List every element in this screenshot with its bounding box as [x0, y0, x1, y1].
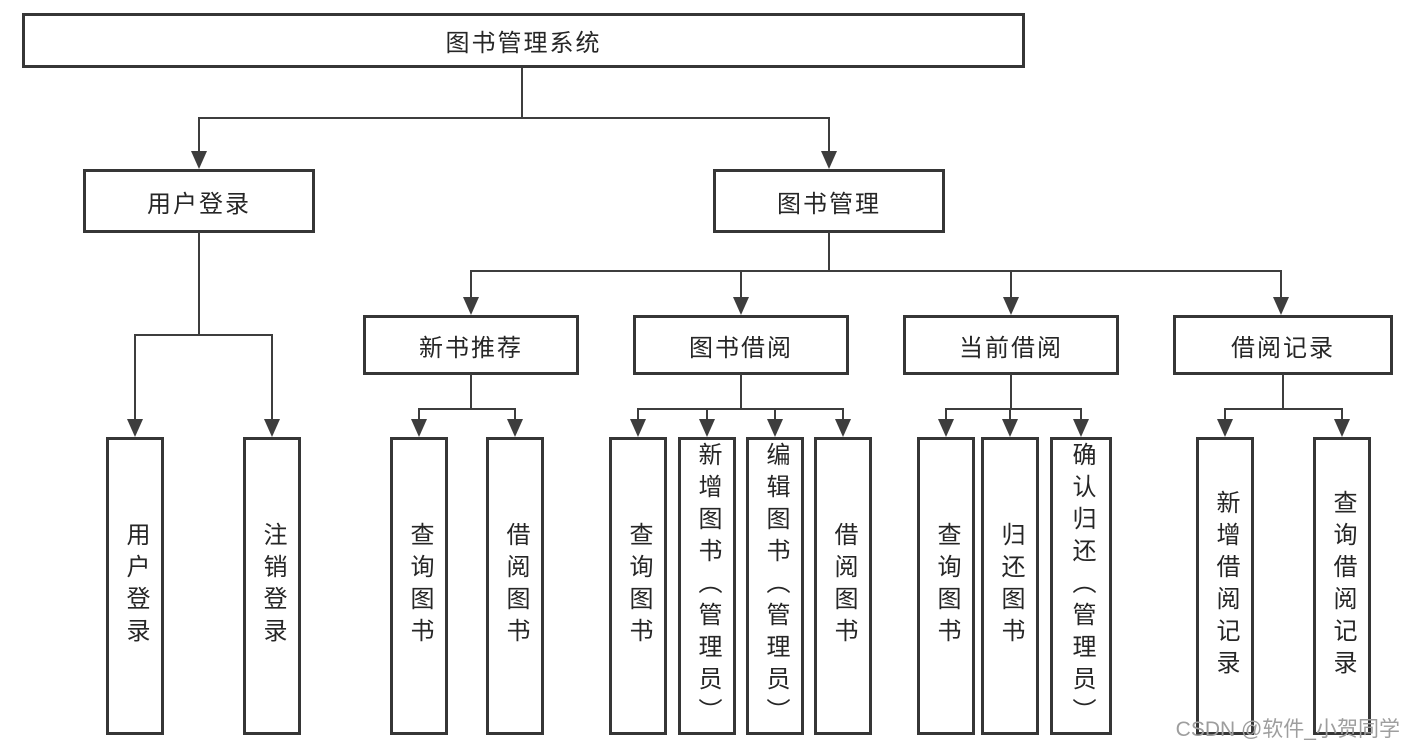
arrow-down-icon: [127, 419, 143, 437]
connector-stem: [514, 408, 516, 421]
arrow-down-icon: [1217, 419, 1233, 437]
leaf-add-books-admin-label: 新增图书（管理员）: [694, 442, 721, 730]
connector-level3-rail: [471, 270, 1281, 272]
connector-current-borrow-rail: [946, 408, 1081, 410]
arrow-down-icon: [1334, 419, 1350, 437]
connector-book-management-trunk: [828, 232, 830, 272]
node-root-label: 图书管理系统: [445, 30, 602, 57]
connector-stem-book-borrow: [740, 270, 742, 299]
connector-user-login-trunk: [198, 232, 200, 335]
connector-stem-book-management: [828, 117, 830, 153]
arrow-down-icon: [411, 419, 427, 437]
connector-borrow-records-rail: [1225, 408, 1342, 410]
leaf-confirm-return-admin: 确认归还（管理员）: [1050, 437, 1112, 735]
arrow-down-icon: [835, 419, 851, 437]
leaf-borrow-books-1: 借阅图书: [486, 437, 544, 735]
arrow-down-icon: [1002, 419, 1018, 437]
connector-book-borrow-trunk: [740, 374, 742, 409]
connector-borrow-records-trunk: [1282, 374, 1284, 409]
leaf-query-books-1: 查询图书: [390, 437, 448, 735]
connector-stem-user-login: [198, 117, 200, 153]
arrow-down-icon: [507, 419, 523, 437]
connector-stem: [706, 408, 708, 421]
arrow-down-icon: [938, 419, 954, 437]
connector-book-borrow-rail: [638, 408, 843, 410]
connector-stem: [1341, 408, 1343, 421]
leaf-add-borrow-record: 新增借阅记录: [1196, 437, 1254, 735]
leaf-borrow-books-2-label: 借阅图书: [830, 522, 857, 650]
arrow-down-icon: [699, 419, 715, 437]
connector-stem-new-book: [470, 270, 472, 299]
arrow-down-icon: [630, 419, 646, 437]
node-book-management: 图书管理: [713, 169, 945, 233]
node-new-book-recommend-label: 新书推荐: [419, 334, 523, 362]
connector-stem-borrow-records: [1280, 270, 1282, 299]
connector-stem: [774, 408, 776, 421]
leaf-user-login-label: 用户登录: [122, 522, 149, 650]
leaf-confirm-return-admin-label: 确认归还（管理员）: [1068, 442, 1095, 730]
csdn-watermark: CSDN @软件_小贺同学: [1175, 718, 1400, 741]
connector-stem: [1080, 408, 1082, 421]
connector-stem-leaf-user-login: [134, 334, 136, 421]
leaf-query-borrow-record: 查询借阅记录: [1313, 437, 1371, 735]
leaf-user-login: 用户登录: [106, 437, 164, 735]
node-book-borrow-label: 图书借阅: [689, 334, 793, 362]
connector-level2-rail: [198, 117, 830, 119]
connector-stem: [842, 408, 844, 421]
connector-stem: [637, 408, 639, 421]
leaf-query-books-2-label: 查询图书: [625, 522, 652, 650]
connector-stem: [1224, 408, 1226, 421]
connector-stem-current-borrow: [1010, 270, 1012, 299]
leaf-add-books-admin: 新增图书（管理员）: [678, 437, 736, 735]
node-book-management-label: 图书管理: [777, 190, 881, 218]
leaf-query-borrow-record-label: 查询借阅记录: [1329, 490, 1356, 682]
leaf-edit-books-admin: 编辑图书（管理员）: [746, 437, 804, 735]
node-user-login-label: 用户登录: [147, 190, 251, 218]
leaf-return-books: 归还图书: [981, 437, 1039, 735]
arrow-down-icon: [264, 419, 280, 437]
arrow-down-icon: [733, 297, 749, 315]
connector-current-borrow-trunk: [1010, 374, 1012, 409]
node-new-book-recommend: 新书推荐: [363, 315, 579, 375]
node-current-borrow: 当前借阅: [903, 315, 1119, 375]
leaf-query-books-2: 查询图书: [609, 437, 667, 735]
node-current-borrow-label: 当前借阅: [959, 334, 1063, 362]
node-book-borrow: 图书借阅: [633, 315, 849, 375]
connector-stem: [418, 408, 420, 421]
leaf-logout-label: 注销登录: [259, 522, 286, 650]
leaf-query-books-3: 查询图书: [917, 437, 975, 735]
node-borrow-records-label: 借阅记录: [1231, 334, 1335, 362]
connector-new-book-rail: [419, 408, 515, 410]
leaf-query-books-1-label: 查询图书: [406, 522, 433, 650]
node-user-login: 用户登录: [83, 169, 315, 233]
arrow-down-icon: [821, 151, 837, 169]
arrow-down-icon: [463, 297, 479, 315]
leaf-edit-books-admin-label: 编辑图书（管理员）: [762, 442, 789, 730]
leaf-logout: 注销登录: [243, 437, 301, 735]
leaf-borrow-books-2: 借阅图书: [814, 437, 872, 735]
node-borrow-records: 借阅记录: [1173, 315, 1393, 375]
leaf-query-books-3-label: 查询图书: [933, 522, 960, 650]
connector-stem: [945, 408, 947, 421]
connector-root-trunk: [521, 68, 523, 118]
connector-stem: [1009, 408, 1011, 421]
arrow-down-icon: [191, 151, 207, 169]
arrow-down-icon: [767, 419, 783, 437]
leaf-return-books-label: 归还图书: [997, 522, 1024, 650]
connector-stem-leaf-logout: [271, 334, 273, 421]
connector-user-login-rail: [134, 334, 272, 336]
node-root: 图书管理系统: [22, 13, 1025, 68]
leaf-borrow-books-1-label: 借阅图书: [502, 522, 529, 650]
leaf-add-borrow-record-label: 新增借阅记录: [1212, 490, 1239, 682]
connector-new-book-trunk: [470, 374, 472, 409]
arrow-down-icon: [1003, 297, 1019, 315]
arrow-down-icon: [1073, 419, 1089, 437]
arrow-down-icon: [1273, 297, 1289, 315]
